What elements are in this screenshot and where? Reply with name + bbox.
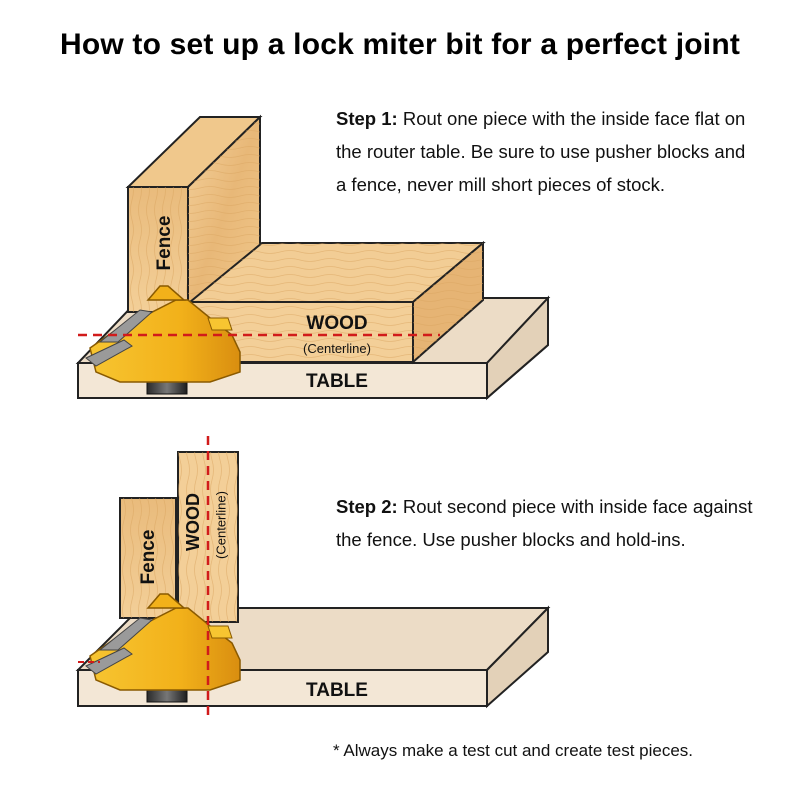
step2-body: Rout second piece with inside face again… xyxy=(336,496,753,550)
diagram-step1: Fence WOOD (Centerline) TABLE xyxy=(75,114,551,401)
router-bit-1 xyxy=(85,285,241,395)
table-label-1: TABLE xyxy=(306,371,368,392)
wood-label-1: WOOD xyxy=(306,313,367,334)
page-title: How to set up a lock miter bit for a per… xyxy=(59,28,741,61)
wood-workpiece xyxy=(187,240,486,365)
step1-label: Step 1: xyxy=(336,108,398,129)
fence-label-1: Fence xyxy=(154,216,175,271)
diagram-step2: Fence WOOD (Centerline) TABLE xyxy=(75,436,551,718)
fence-label-2: Fence xyxy=(138,530,159,585)
test-cut-note: * Always make a test cut and create test… xyxy=(333,741,694,760)
centerline-label-1: (Centerline) xyxy=(303,341,371,356)
wood-label-2: WOOD xyxy=(183,493,203,551)
step1-body: Rout one piece with the inside face flat… xyxy=(336,108,746,195)
fence-board xyxy=(125,114,263,315)
centerline-label-2: (Centerline) xyxy=(213,491,228,559)
step1-text: Step 1: Rout one piece with the inside f… xyxy=(336,102,756,201)
fence-board-2 xyxy=(119,497,177,619)
step2-text: Step 2: Rout second piece with inside fa… xyxy=(336,490,756,556)
step2-label: Step 2: xyxy=(336,496,398,517)
router-bit-2 xyxy=(85,593,241,703)
table-label-2: TABLE xyxy=(306,680,368,701)
